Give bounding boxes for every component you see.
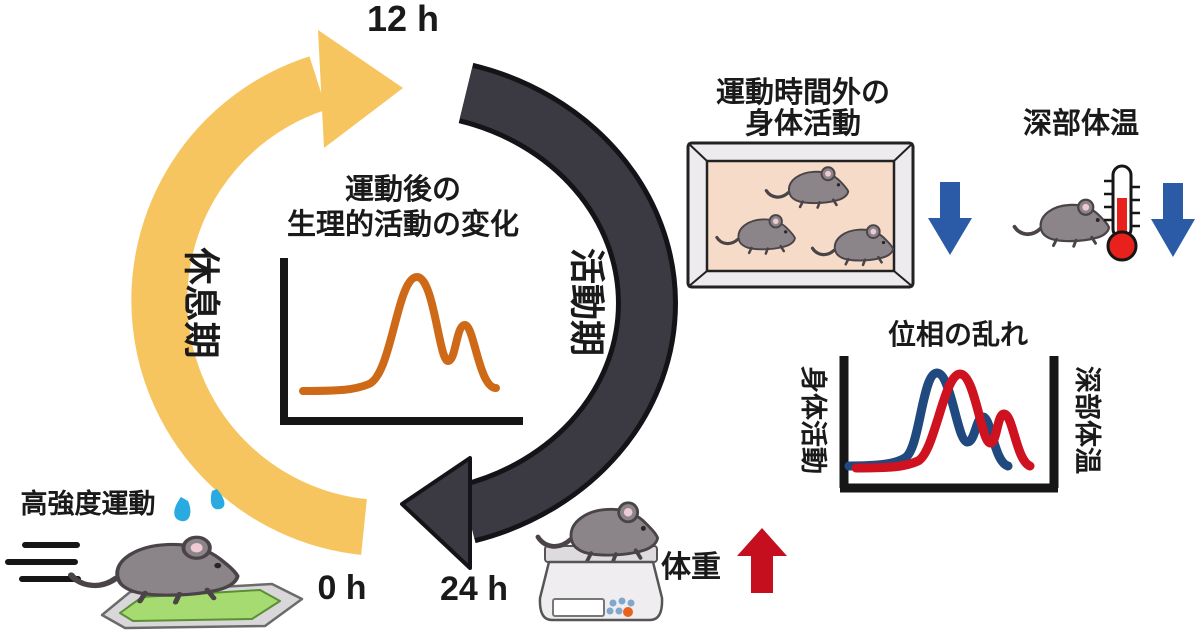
core-temp-title: 深部体温 xyxy=(1023,106,1139,140)
activity-panel-title-line2: 身体活動 xyxy=(745,107,861,140)
activity-panel: 運動時間外の 身体活動 xyxy=(686,76,972,289)
cycle-24h-label: 24 h xyxy=(440,570,508,608)
phase-chart-axes xyxy=(839,356,1059,493)
cycle-0h-label: 0 h xyxy=(317,569,366,607)
rest-arc-arrowhead xyxy=(318,30,403,148)
rest-phase-label: 休息期 xyxy=(181,247,222,359)
core-temp-panel: 深部体温 xyxy=(1012,106,1195,262)
activity-decrease-arrow-icon xyxy=(928,182,972,255)
post-exercise-chart-title-line1: 運動後の xyxy=(345,173,461,206)
active-phase-label: 活動期 xyxy=(567,248,608,356)
phase-temp-curve xyxy=(851,369,1035,473)
phase-chart: 位相の乱れ 身体活動 深部体温 xyxy=(798,318,1103,493)
exercise-panel: 高強度運動 xyxy=(5,488,304,630)
temp-mouse-icon xyxy=(1012,197,1111,249)
active-arc-arrowhead xyxy=(400,456,472,570)
rest-arc xyxy=(131,56,368,555)
weight-label: 体重 xyxy=(661,551,721,584)
weight-panel: 体重 xyxy=(538,503,787,622)
sweat-drops-icon xyxy=(174,489,225,522)
post-exercise-activity-curve xyxy=(299,272,500,395)
running-mouse-icon xyxy=(71,537,237,602)
cycle-12h-label: 12 h xyxy=(367,0,439,39)
exercise-label: 高強度運動 xyxy=(21,488,156,519)
activity-panel-title-line1: 運動時間外の xyxy=(716,76,890,109)
post-exercise-chart-axes xyxy=(280,258,523,425)
post-exercise-chart: 運動後の 生理的活動の変化 xyxy=(280,173,523,425)
scale-icon xyxy=(538,560,664,622)
phase-chart-title: 位相の乱れ xyxy=(888,318,1028,350)
phase-chart-right-axis-label: 深部体温 xyxy=(1072,366,1103,474)
speed-lines-icon xyxy=(5,542,81,582)
weight-increase-arrow-icon xyxy=(737,528,787,593)
cycle-ring: 12 h 0 h 24 h 休息期 活動期 xyxy=(131,0,678,608)
cage-icon xyxy=(686,141,915,289)
phase-chart-left-axis-label: 身体活動 xyxy=(798,366,829,474)
active-arc xyxy=(459,67,673,539)
post-exercise-chart-title-line2: 生理的活動の変化 xyxy=(287,207,519,241)
temp-decrease-arrow-icon xyxy=(1151,183,1195,257)
thermometer-icon xyxy=(1104,164,1140,262)
phase-activity-curve xyxy=(844,368,1013,471)
